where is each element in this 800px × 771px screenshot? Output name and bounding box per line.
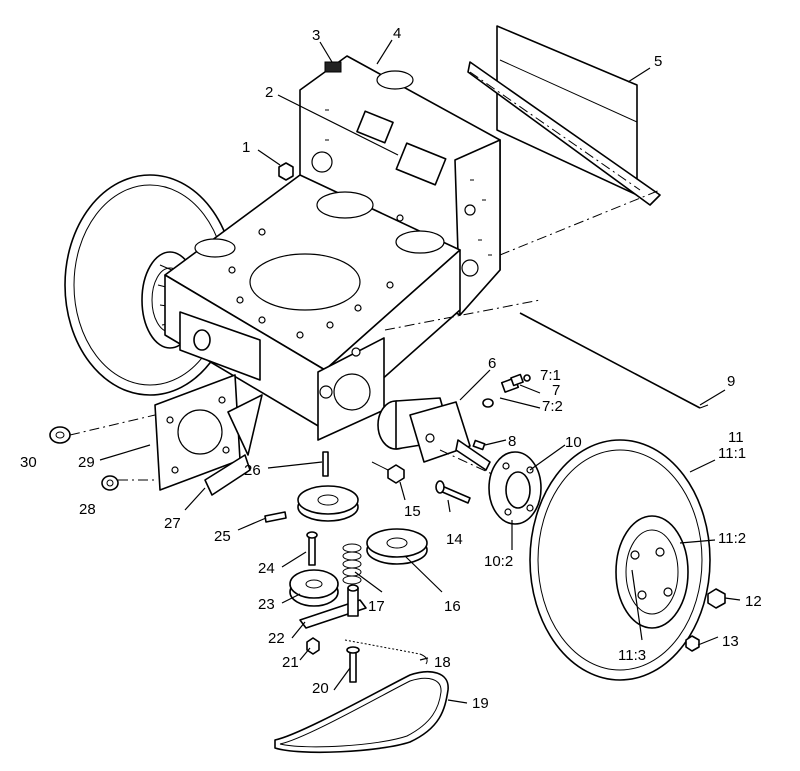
callout-11-2: 11:2 [718, 530, 746, 547]
callout-14: 14 [446, 531, 463, 548]
callout-25: 25 [214, 528, 231, 545]
callout-11-3: 11:3 [618, 647, 646, 664]
callout-20: 20 [312, 680, 329, 697]
pin-26 [322, 451, 329, 477]
rear-deflector [467, 25, 661, 206]
callout-12: 12 [745, 593, 762, 610]
callout-7: 7 [552, 382, 560, 399]
idler-pulley-23 [289, 569, 339, 607]
callout-22: 22 [268, 630, 285, 647]
callout-6: 6 [488, 355, 496, 372]
callout-4: 4 [393, 25, 401, 42]
main-frame [164, 174, 461, 441]
callout-11: 11 [728, 429, 744, 446]
callout-11-1: 11:1 [718, 445, 746, 462]
bolt-14 [435, 480, 471, 504]
callout-16: 16 [444, 598, 461, 615]
lug-nut-12 [707, 588, 726, 609]
callout-2: 2 [265, 84, 273, 101]
bolt-15 [371, 461, 405, 484]
hydro-motor [377, 397, 491, 471]
leader-lines [99, 39, 741, 704]
callout-19: 19 [472, 695, 489, 712]
pulley-25 [264, 485, 359, 523]
callout-21: 21 [282, 654, 299, 671]
callout-10: 10 [565, 434, 582, 451]
callout-10-2: 10:2 [484, 553, 513, 570]
callout-8: 8 [508, 433, 516, 450]
hydraulic-fittings [482, 373, 531, 408]
callout-24: 24 [258, 560, 275, 577]
callout-18: 18 [434, 654, 451, 671]
right-wheel [529, 439, 711, 681]
left-idler-bracket [204, 394, 263, 496]
callout-9: 9 [727, 373, 735, 390]
spring-17 [342, 543, 362, 585]
callout-5: 5 [654, 53, 662, 70]
callout-labels: 1 2 3 4 5 6 7 7:1 7:2 8 9 10 10:2 11 11:… [20, 25, 762, 712]
callout-30: 30 [20, 454, 37, 471]
hydraulic-line [519, 312, 701, 409]
pulley-16 [366, 528, 428, 565]
nut-30 [49, 426, 71, 444]
callout-29: 29 [78, 454, 95, 471]
nut-28 [101, 475, 119, 491]
callout-3: 3 [312, 27, 320, 44]
callout-28: 28 [79, 501, 96, 518]
wheel-hub [488, 451, 542, 525]
callout-17: 17 [368, 598, 385, 615]
nut-21 [306, 637, 320, 655]
left-pump-plate [154, 374, 241, 491]
nut-1 [278, 162, 294, 181]
callout-15: 15 [404, 503, 421, 520]
callout-1: 1 [242, 139, 250, 156]
idler-arm-22 [299, 584, 367, 629]
bolt-20 [346, 646, 360, 683]
callout-27: 27 [164, 515, 181, 532]
key-8 [472, 439, 486, 451]
callout-13: 13 [722, 633, 739, 650]
callout-23: 23 [258, 596, 275, 613]
callout-7-1: 7:1 [540, 367, 561, 384]
drive-belt-19 [274, 671, 449, 754]
bolt-24 [306, 531, 318, 566]
callout-7-2: 7:2 [542, 398, 563, 415]
callout-26: 26 [244, 462, 261, 479]
lug-nut-13 [685, 635, 700, 652]
